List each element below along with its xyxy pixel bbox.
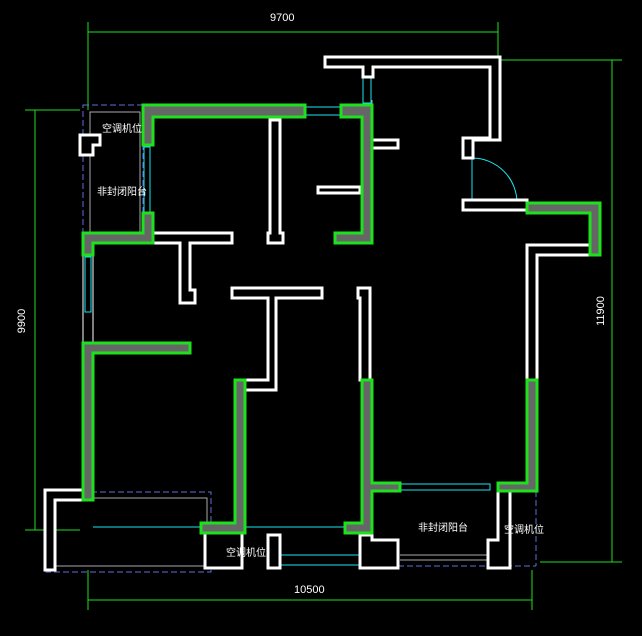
room-label-balcony-bottom: 非封闭阳台 bbox=[418, 523, 468, 534]
windows bbox=[84, 74, 528, 566]
dimension-bottom: 10500 bbox=[294, 584, 325, 596]
dimension-top: 9700 bbox=[270, 12, 295, 24]
dimension-right: 11900 bbox=[594, 296, 607, 326]
dimension-lines bbox=[25, 22, 622, 610]
partition-walls bbox=[43, 55, 592, 572]
balcony-rails bbox=[45, 100, 537, 573]
room-label-ac-top-left: 空调机位 bbox=[102, 124, 142, 135]
room-label-balcony-left: 非封闭阳台 bbox=[97, 187, 147, 198]
structural-walls bbox=[81, 103, 602, 535]
dimension-left: 9900 bbox=[16, 308, 29, 334]
room-label-ac-bottom-right: 空调机位 bbox=[504, 525, 544, 536]
room-label-ac-bottom: 空调机位 bbox=[226, 548, 266, 559]
